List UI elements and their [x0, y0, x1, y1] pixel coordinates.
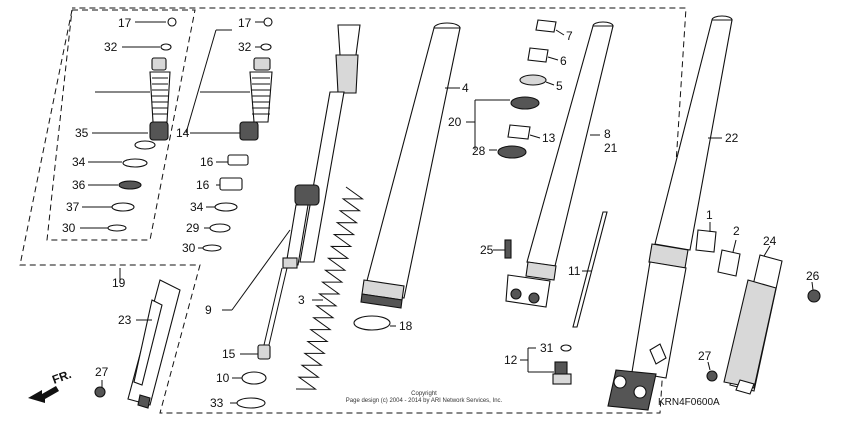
callout-14: 14: [176, 126, 190, 140]
callout-34b: 34: [190, 200, 204, 214]
rod-11[interactable]: [572, 211, 608, 328]
callout-31: 31: [540, 341, 554, 355]
callout-28: 28: [472, 144, 486, 158]
callout-29: 29: [186, 221, 200, 235]
callout-18: 18: [399, 319, 413, 333]
damper-rod-assembly[interactable]: [236, 24, 361, 409]
callout-13: 13: [542, 131, 556, 145]
leaders-guard-left: [101, 268, 152, 388]
callout-16a: 16: [200, 155, 214, 169]
valve-assembly[interactable]: [552, 344, 572, 385]
callout-16b: 16: [196, 178, 210, 192]
callout-21: 21: [604, 141, 618, 155]
callout-7: 7: [566, 29, 573, 43]
callout-30b: 30: [182, 241, 196, 255]
callout-19: 19: [112, 276, 126, 290]
callout-15: 15: [222, 347, 236, 361]
callout-1: 1: [706, 208, 713, 222]
leaders-stem: [466, 29, 565, 151]
callout-27b: 27: [698, 349, 712, 363]
leaders-inner-tube: [493, 134, 600, 251]
callout-36: 36: [72, 178, 86, 192]
callout-6: 6: [560, 54, 567, 68]
callout-2: 2: [733, 224, 740, 238]
leaders-outer-tube: [390, 87, 460, 327]
callout-33: 33: [210, 396, 224, 410]
fork-guard-left[interactable]: [94, 279, 181, 409]
leaders-valve: [520, 347, 554, 373]
callout-9: 9: [205, 303, 212, 317]
copyright-line-2: Page design (c) 2004 - 2014 by ARI Netwo…: [346, 398, 503, 404]
front-arrow-icon: [28, 386, 59, 403]
callout-8: 8: [604, 127, 611, 141]
callout-11: 11: [568, 264, 581, 278]
leaders-right-guard: [707, 222, 814, 371]
callout-17a: 17: [118, 16, 132, 30]
callout-30a: 30: [62, 221, 76, 235]
callout-35: 35: [75, 126, 89, 140]
group-outlines: [19, 7, 687, 414]
callout-22: 22: [725, 131, 739, 145]
leaders-damper: [222, 229, 291, 404]
callout-25: 25: [480, 243, 494, 257]
diagram-code: KRN4F0600A: [658, 397, 720, 408]
cartridge-assembly-left[interactable]: [107, 17, 177, 232]
fork-spring[interactable]: [295, 186, 365, 390]
callout-12: 12: [504, 353, 518, 367]
callout-34a: 34: [72, 155, 86, 169]
callout-3: 3: [298, 293, 305, 307]
callout-26: 26: [806, 269, 820, 283]
copyright-line-1: Copyright: [411, 391, 437, 397]
callout-32b: 32: [238, 40, 252, 54]
callout-5: 5: [556, 79, 563, 93]
right-fork-leg[interactable]: [607, 15, 733, 411]
callout-20: 20: [448, 115, 462, 129]
callout-24: 24: [763, 234, 777, 248]
front-label: FR.: [50, 367, 73, 387]
cartridge-assembly-center[interactable]: [202, 17, 273, 252]
callout-4: 4: [462, 81, 469, 95]
callout-10: 10: [216, 371, 230, 385]
callout-27a: 27: [95, 365, 109, 379]
leaders-left-b: [185, 21, 264, 249]
callout-17b: 17: [238, 16, 252, 30]
steering-stem-parts[interactable]: [497, 19, 557, 159]
callout-23: 23: [118, 313, 132, 327]
fork-guard-right[interactable]: [695, 229, 821, 395]
outer-tube[interactable]: [353, 22, 461, 331]
leaders-left-a: [80, 21, 166, 229]
callout-32a: 32: [104, 40, 118, 54]
inner-tube-assembly[interactable]: [504, 21, 614, 308]
callout-37: 37: [66, 200, 80, 214]
